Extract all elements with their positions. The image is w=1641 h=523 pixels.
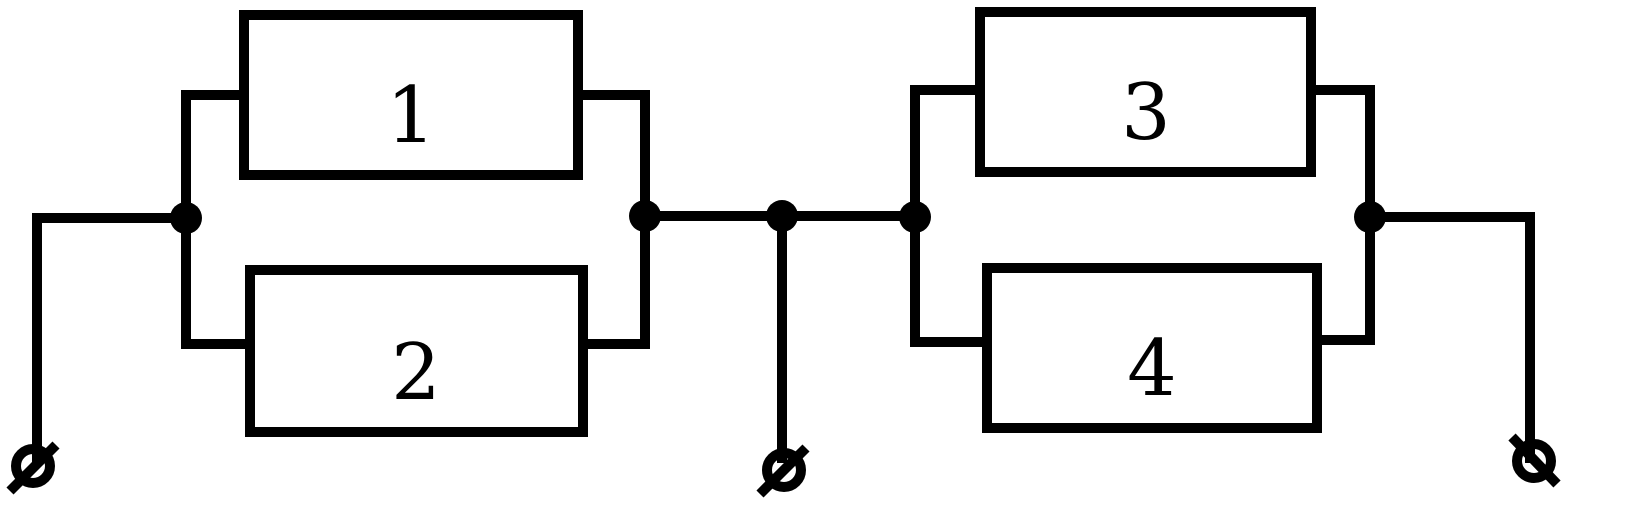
- resistor-1-body: [239, 10, 583, 180]
- terminal-middle: [756, 444, 810, 498]
- wire-right-lead: [1370, 212, 1535, 463]
- terminal-right: [1508, 433, 1561, 488]
- resistor-2-label: 2: [391, 328, 441, 418]
- junction-dot: [1354, 201, 1386, 233]
- resistor-1-label: 1: [386, 71, 436, 161]
- junction-dot: [766, 200, 798, 232]
- resistor-3-label: 3: [1121, 68, 1171, 158]
- junction-dot: [170, 202, 202, 234]
- resistor-3-body: [975, 7, 1316, 177]
- resistor-4-label: 4: [1127, 324, 1177, 414]
- resistor-4-body: [982, 263, 1322, 433]
- resistor-2-body: [245, 265, 588, 437]
- wire-left-lead: [32, 213, 186, 463]
- terminal-left: [6, 441, 60, 495]
- junction-dot: [899, 201, 931, 233]
- junction-dot: [629, 200, 661, 232]
